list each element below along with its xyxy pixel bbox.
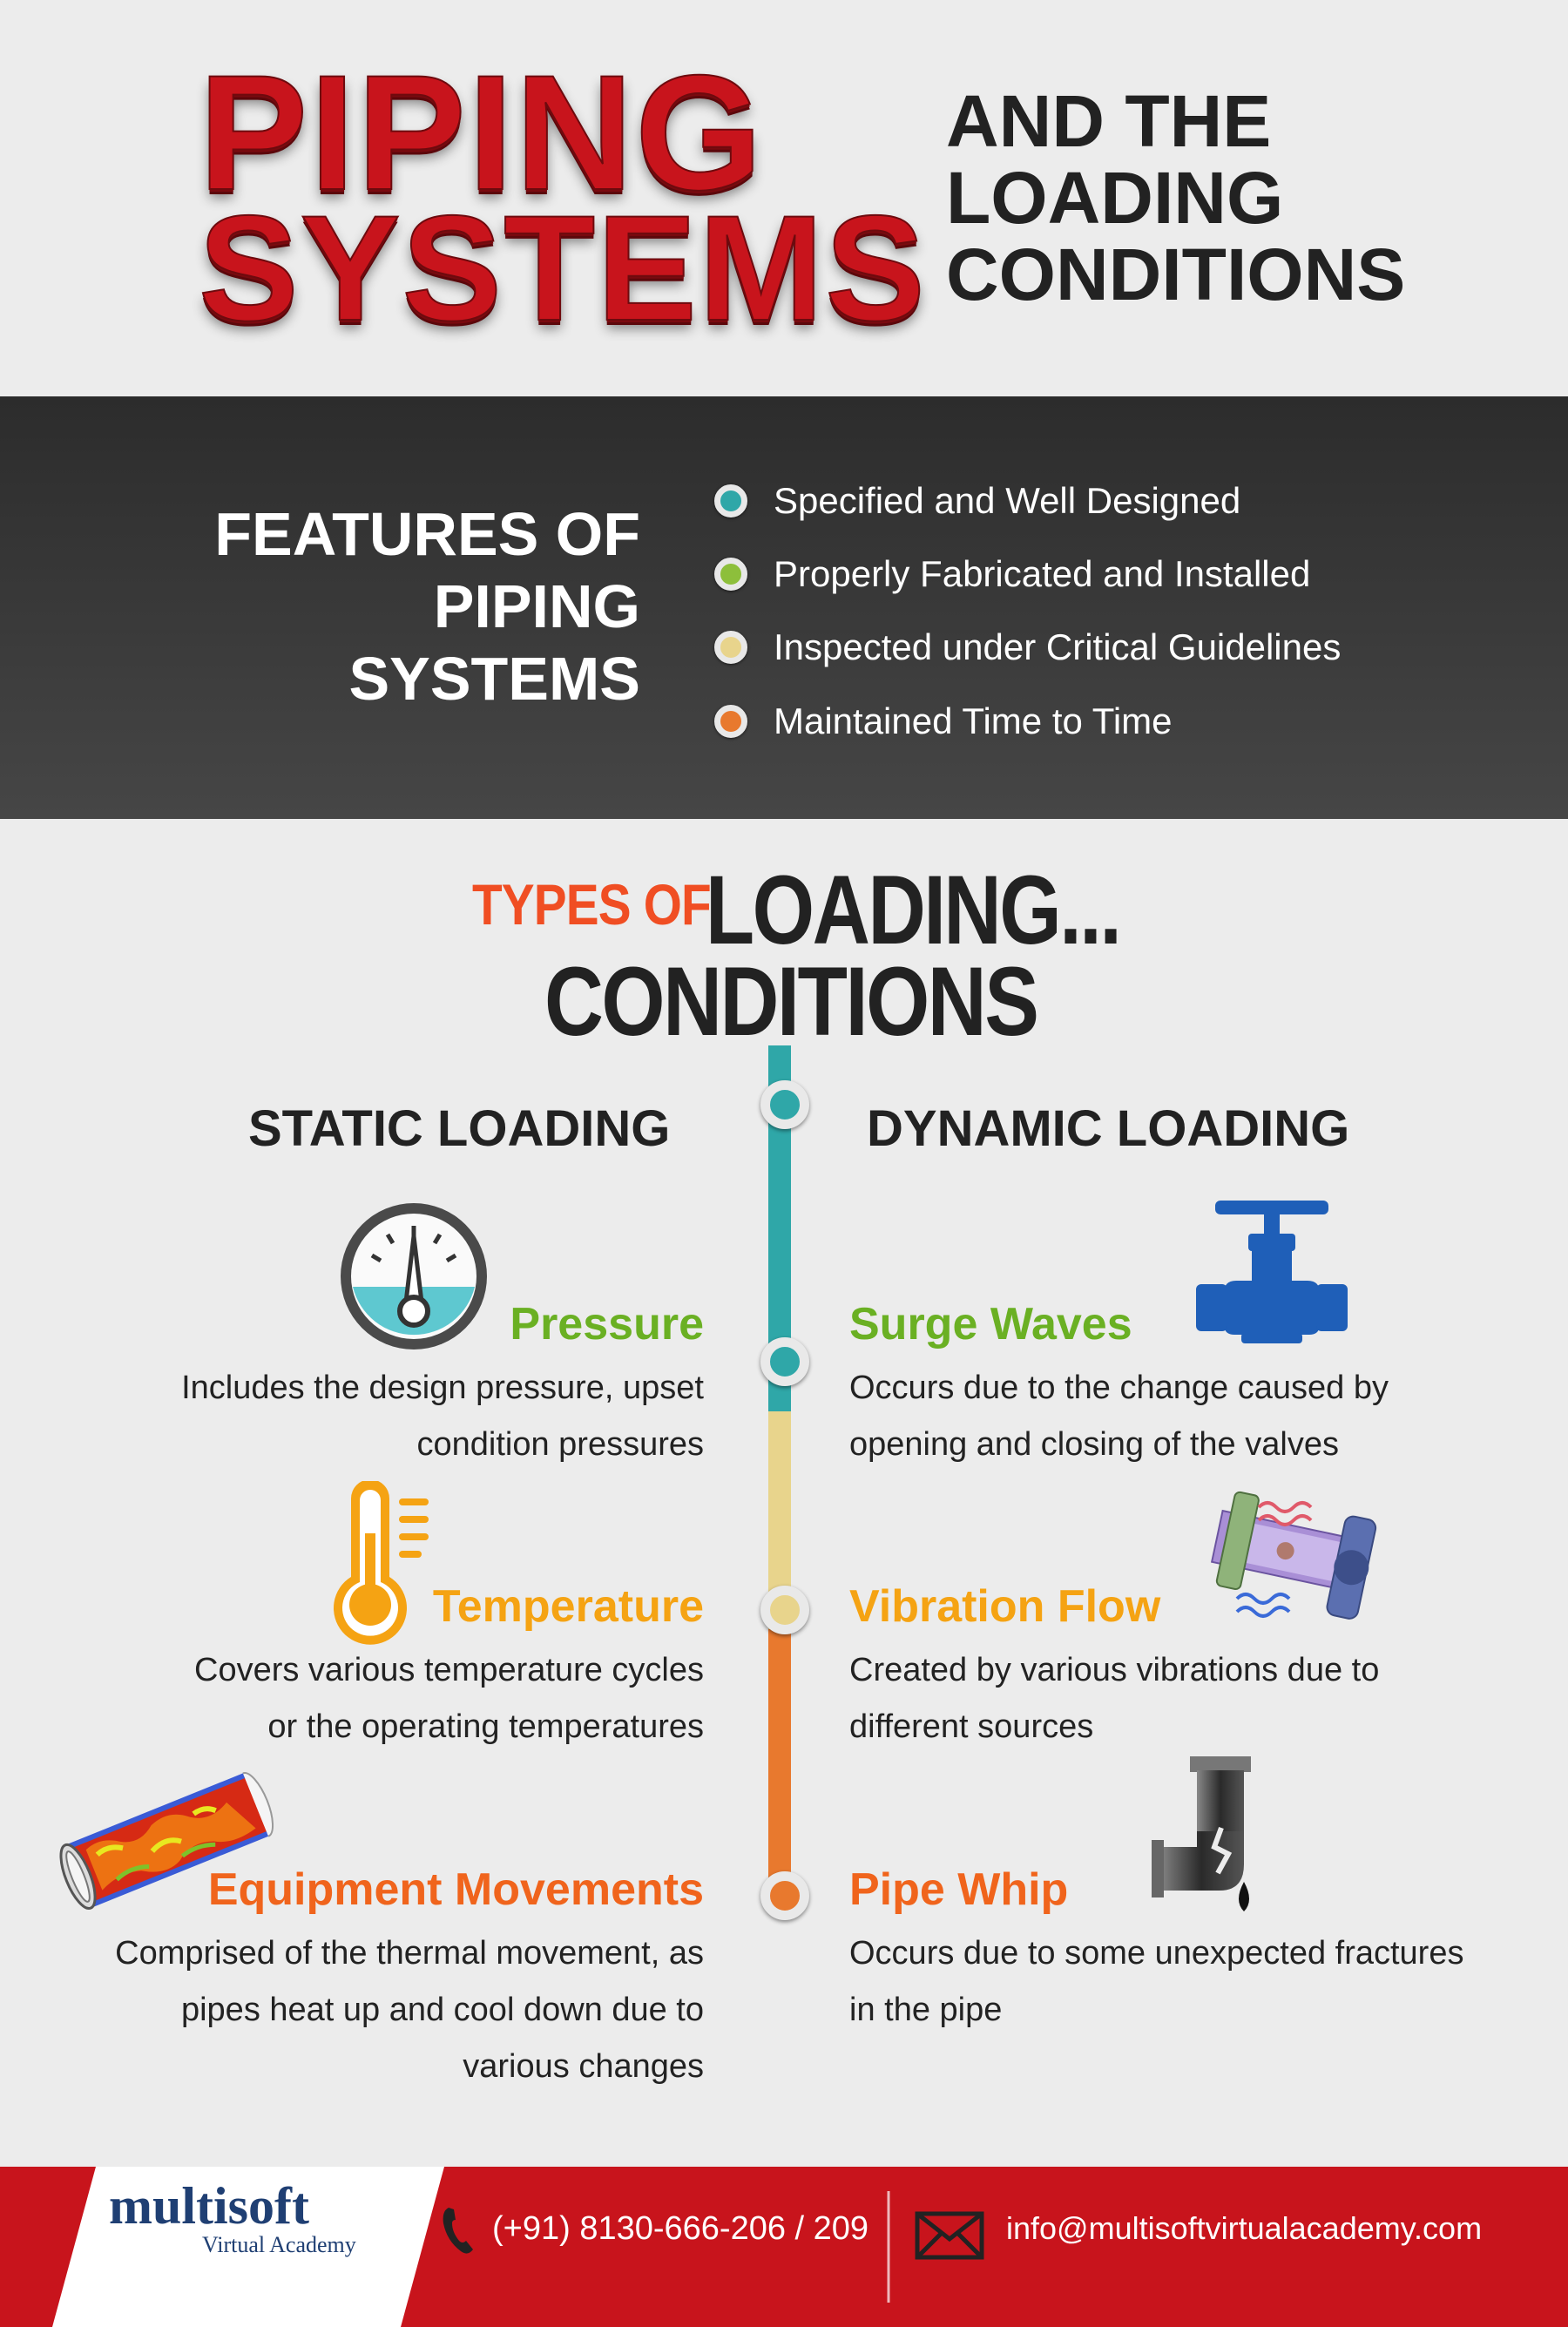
dynamic-item-desc: Created by various vibrations due to (849, 1652, 1380, 1688)
static-item-desc: Covers various temperature cycles (194, 1652, 704, 1688)
bullet-dot-icon (714, 630, 747, 664)
feature-label: Maintained Time to Time (774, 700, 1173, 741)
timeline-segment-orange (768, 1629, 791, 1891)
dynamic-item-title: Surge Waves (849, 1299, 1132, 1350)
static-item-desc: Comprised of the thermal movement, as (115, 1935, 704, 1972)
dynamic-loading-heading: DYNAMIC LOADING (867, 1100, 1350, 1157)
valve-icon (1196, 1201, 1348, 1343)
static-item-title: Equipment Movements (207, 1864, 704, 1915)
dynamic-item-title: Pipe Whip (849, 1864, 1069, 1915)
conditions-heading: CONDITIONS (544, 947, 1039, 1056)
mail-icon (915, 2211, 984, 2260)
types-of-label: TYPES OF (472, 872, 712, 937)
subtitle-line3: CONDITIONS (946, 233, 1406, 315)
dynamic-item-desc: in the pipe (849, 1992, 1003, 2028)
broken-pipe-icon (1152, 1756, 1251, 1911)
subtitle-line1: AND THE (946, 80, 1272, 162)
loading-heading: LOADING... (706, 856, 1122, 964)
bullet-dot-icon (714, 557, 747, 591)
feature-label: Specified and Well Designed (774, 479, 1241, 521)
thermal-pipe-icon (59, 1772, 274, 1911)
main-title-line1: PIPING (198, 41, 765, 224)
static-item-desc: condition pressures (416, 1426, 704, 1463)
feature-label: Properly Fabricated and Installed (774, 552, 1311, 594)
static-item-desc: pipes heat up and cool down due to (180, 1992, 704, 2028)
feature-item: Maintained Time to Time (714, 693, 1173, 745)
brand-subtitle: Virtual Academy (202, 2232, 356, 2257)
features-title-line2: PIPING (433, 572, 640, 640)
subtitle-line2: LOADING (946, 157, 1284, 239)
timeline-node (760, 1337, 809, 1386)
pressure-gauge-icon (341, 1203, 487, 1350)
header (0, 0, 1568, 396)
timeline-node (760, 1080, 809, 1129)
features-band (0, 396, 1568, 819)
timeline-node (760, 1586, 809, 1634)
static-item-desc: various changes (463, 2048, 704, 2085)
main-title-line2: SYSTEMS (198, 185, 927, 352)
dynamic-item-title: Vibration Flow (849, 1581, 1161, 1632)
brand-logo: multisoft (109, 2177, 309, 2235)
phone-number[interactable]: (+91) 8130-666-206 / 209 (492, 2210, 869, 2247)
email-address[interactable]: info@multisoftvirtualacademy.com (1006, 2210, 1483, 2246)
features-title-line3: SYSTEMS (348, 645, 640, 713)
timeline-node (760, 1871, 809, 1920)
dynamic-item-desc: opening and closing of the valves (849, 1426, 1339, 1463)
dynamic-item-desc: Occurs due to some unexpected fractures (849, 1935, 1464, 1972)
dynamic-item-desc: different sources (849, 1708, 1094, 1745)
footer-band (0, 2167, 1568, 2327)
static-item-desc: Includes the design pressure, upset (181, 1370, 704, 1406)
features-title-line1: FEATURES OF (214, 500, 640, 568)
static-item-desc: or the operating temperatures (267, 1708, 704, 1745)
bullet-dot-icon (714, 704, 747, 738)
phone-icon (443, 2208, 473, 2254)
thermometer-icon (334, 1481, 429, 1645)
static-item-title: Pressure (510, 1299, 704, 1350)
static-item-title: Temperature (432, 1581, 704, 1632)
vibration-pipe-icon (1210, 1491, 1377, 1620)
dynamic-item-desc: Occurs due to the change caused by (849, 1370, 1389, 1406)
feature-item: Properly Fabricated and Installed (714, 545, 1310, 598)
bullet-dot-icon (714, 484, 747, 517)
static-loading-heading: STATIC LOADING (248, 1100, 671, 1157)
feature-label: Inspected under Critical Guidelines (774, 626, 1342, 667)
feature-item: Inspected under Critical Guidelines (714, 619, 1341, 671)
feature-item: Specified and Well Designed (714, 472, 1240, 524)
